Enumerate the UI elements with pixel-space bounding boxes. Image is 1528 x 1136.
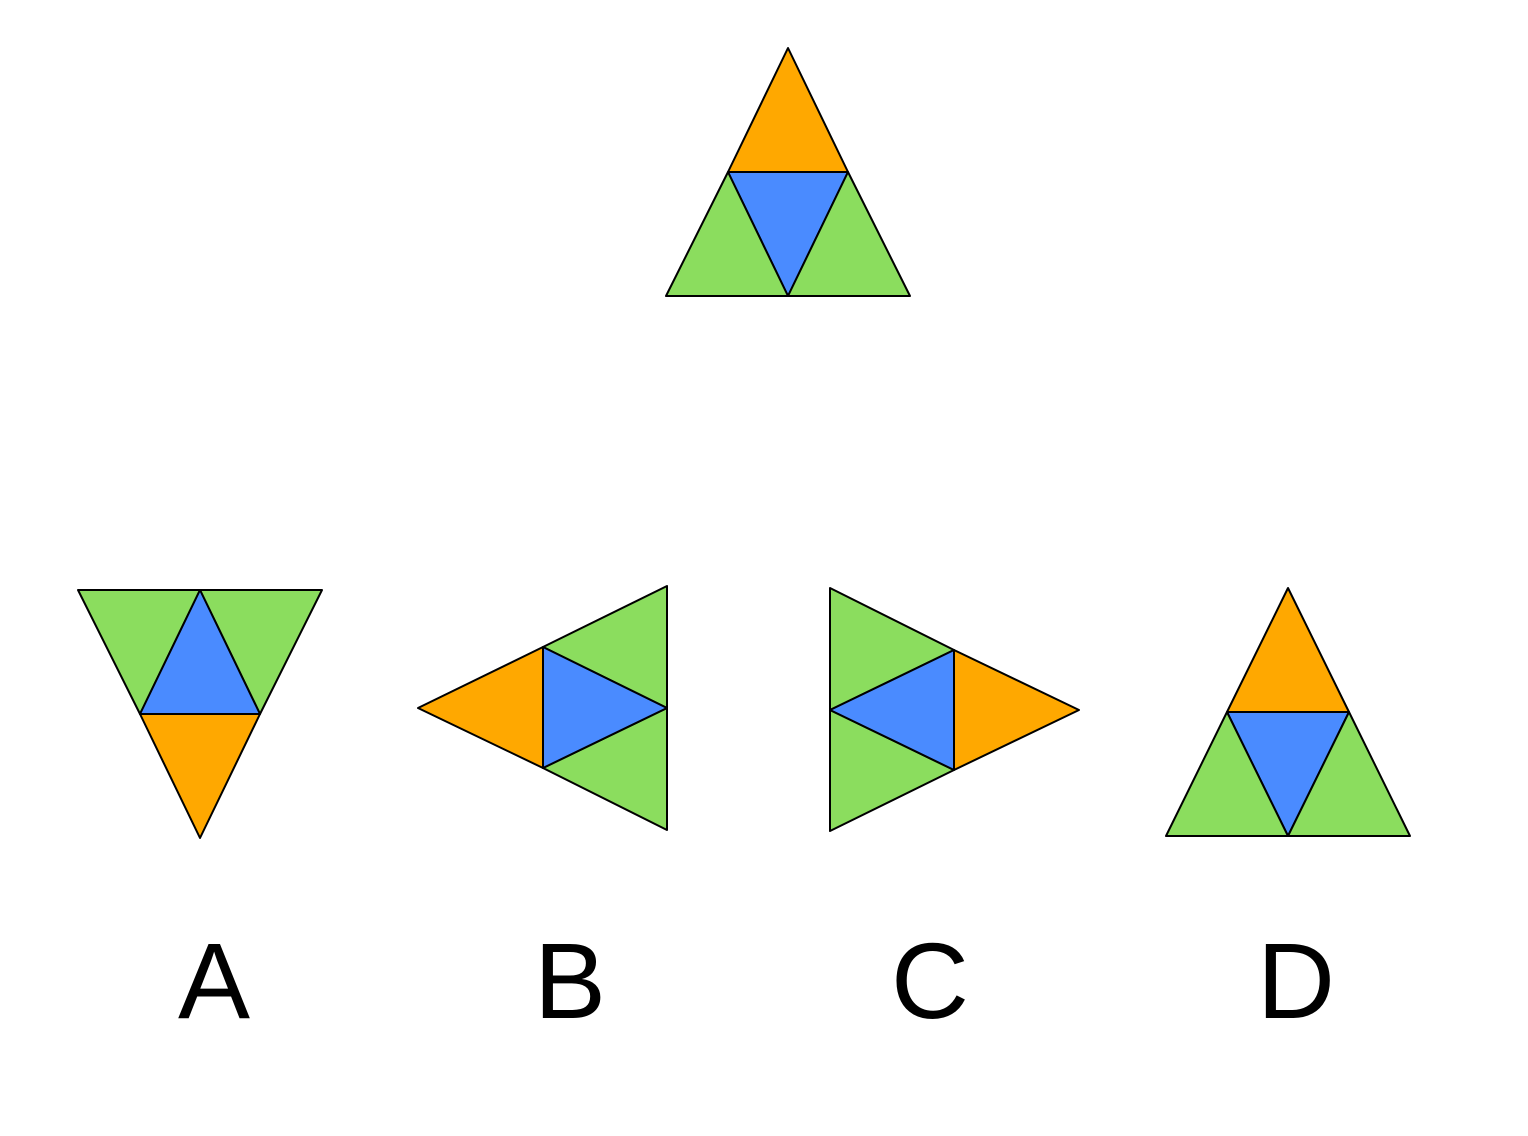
option-d-figure[interactable] (1165, 587, 1411, 837)
reference-piece-bottom-left (665, 171, 789, 297)
reference-figure (665, 47, 911, 297)
option-a-piece-bottom (139, 713, 261, 839)
option-d-piece-bottom-right (1287, 711, 1411, 837)
option-c-label[interactable]: C (891, 920, 969, 1041)
option-d-label[interactable]: D (1257, 920, 1335, 1041)
option-a-label[interactable]: A (178, 920, 250, 1041)
option-b-piece-left (417, 646, 544, 769)
option-c-piece-right (953, 649, 1080, 771)
option-c-piece-center (829, 649, 955, 771)
reference-piece-top (727, 47, 849, 173)
reference-piece-bottom-right (787, 171, 911, 297)
option-d-piece-bottom-left (1165, 711, 1289, 837)
option-b-piece-center (542, 646, 668, 769)
option-d-piece-top (1226, 587, 1350, 713)
option-b-figure[interactable] (417, 585, 668, 831)
option-c-figure[interactable] (829, 587, 1080, 832)
option-b-label[interactable]: B (534, 920, 606, 1041)
option-a-figure[interactable] (77, 589, 323, 839)
